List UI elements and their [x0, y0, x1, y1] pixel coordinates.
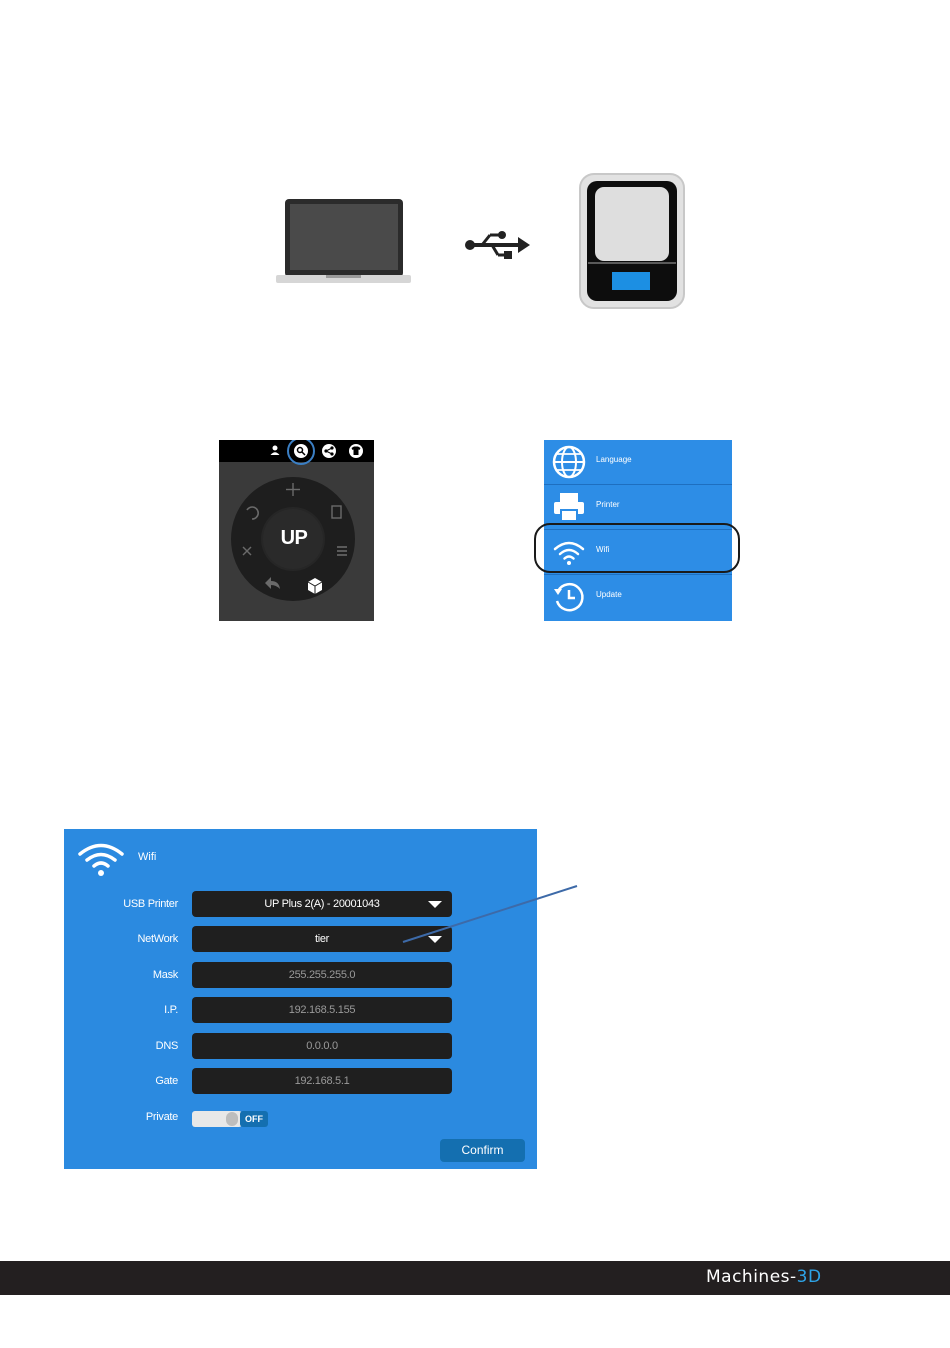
laptop-illustration	[276, 196, 411, 286]
wifi-dialog: Wifi USB Printer UP Plus 2(A) - 20001043…	[64, 829, 537, 1169]
mask-field[interactable]: 255.255.255.0	[192, 962, 452, 988]
brand-logo: Machines-3D	[706, 1267, 822, 1287]
ip-label: I.P.	[164, 1004, 178, 1016]
dns-field[interactable]: 0.0.0.0	[192, 1033, 452, 1059]
toggle-state-label: OFF	[240, 1111, 268, 1127]
printer-device-illustration	[578, 172, 686, 310]
menu-item-language[interactable]: Language	[544, 440, 732, 485]
up-logo[interactable]: UP	[275, 527, 313, 550]
user-icon[interactable]	[268, 444, 282, 458]
globe-icon	[552, 445, 586, 479]
confirm-button[interactable]: Confirm	[440, 1139, 525, 1162]
dns-label: DNS	[156, 1040, 178, 1052]
network-label: NetWork	[138, 933, 178, 945]
update-icon	[552, 580, 586, 614]
settings-icon[interactable]	[294, 444, 308, 458]
printer-icon	[552, 490, 586, 524]
private-label: Private	[146, 1111, 178, 1123]
menu-label-update: Update	[596, 590, 622, 599]
usb-printer-value: UP Plus 2(A) - 20001043	[264, 898, 379, 910]
page-footer: Machines-3D	[0, 1261, 950, 1295]
dialog-title: Wifi	[138, 851, 156, 863]
brand-main: Machines-	[706, 1267, 797, 1287]
private-toggle[interactable]: OFF	[192, 1111, 268, 1127]
mask-label: Mask	[153, 969, 178, 981]
ip-field[interactable]: 192.168.5.155	[192, 997, 452, 1023]
annotation-pointer-line	[400, 884, 580, 944]
toggle-knob	[226, 1112, 238, 1126]
brand-accent: 3D	[797, 1267, 822, 1287]
menu-label-printer: Printer	[596, 500, 620, 509]
network-value: tier	[315, 933, 329, 945]
gate-field[interactable]: 192.168.5.1	[192, 1068, 452, 1094]
wifi-icon	[77, 840, 125, 878]
share-icon[interactable]	[322, 444, 336, 458]
menu-label-language: Language	[596, 455, 632, 464]
menu-item-update[interactable]: Update	[544, 575, 732, 619]
usb-icon	[464, 228, 530, 262]
gate-label: Gate	[155, 1075, 178, 1087]
shirt-icon[interactable]	[349, 444, 363, 458]
usb-printer-label: USB Printer	[123, 898, 178, 910]
wifi-highlight-outline	[534, 523, 740, 573]
up-studio-panel: UP	[219, 440, 374, 621]
